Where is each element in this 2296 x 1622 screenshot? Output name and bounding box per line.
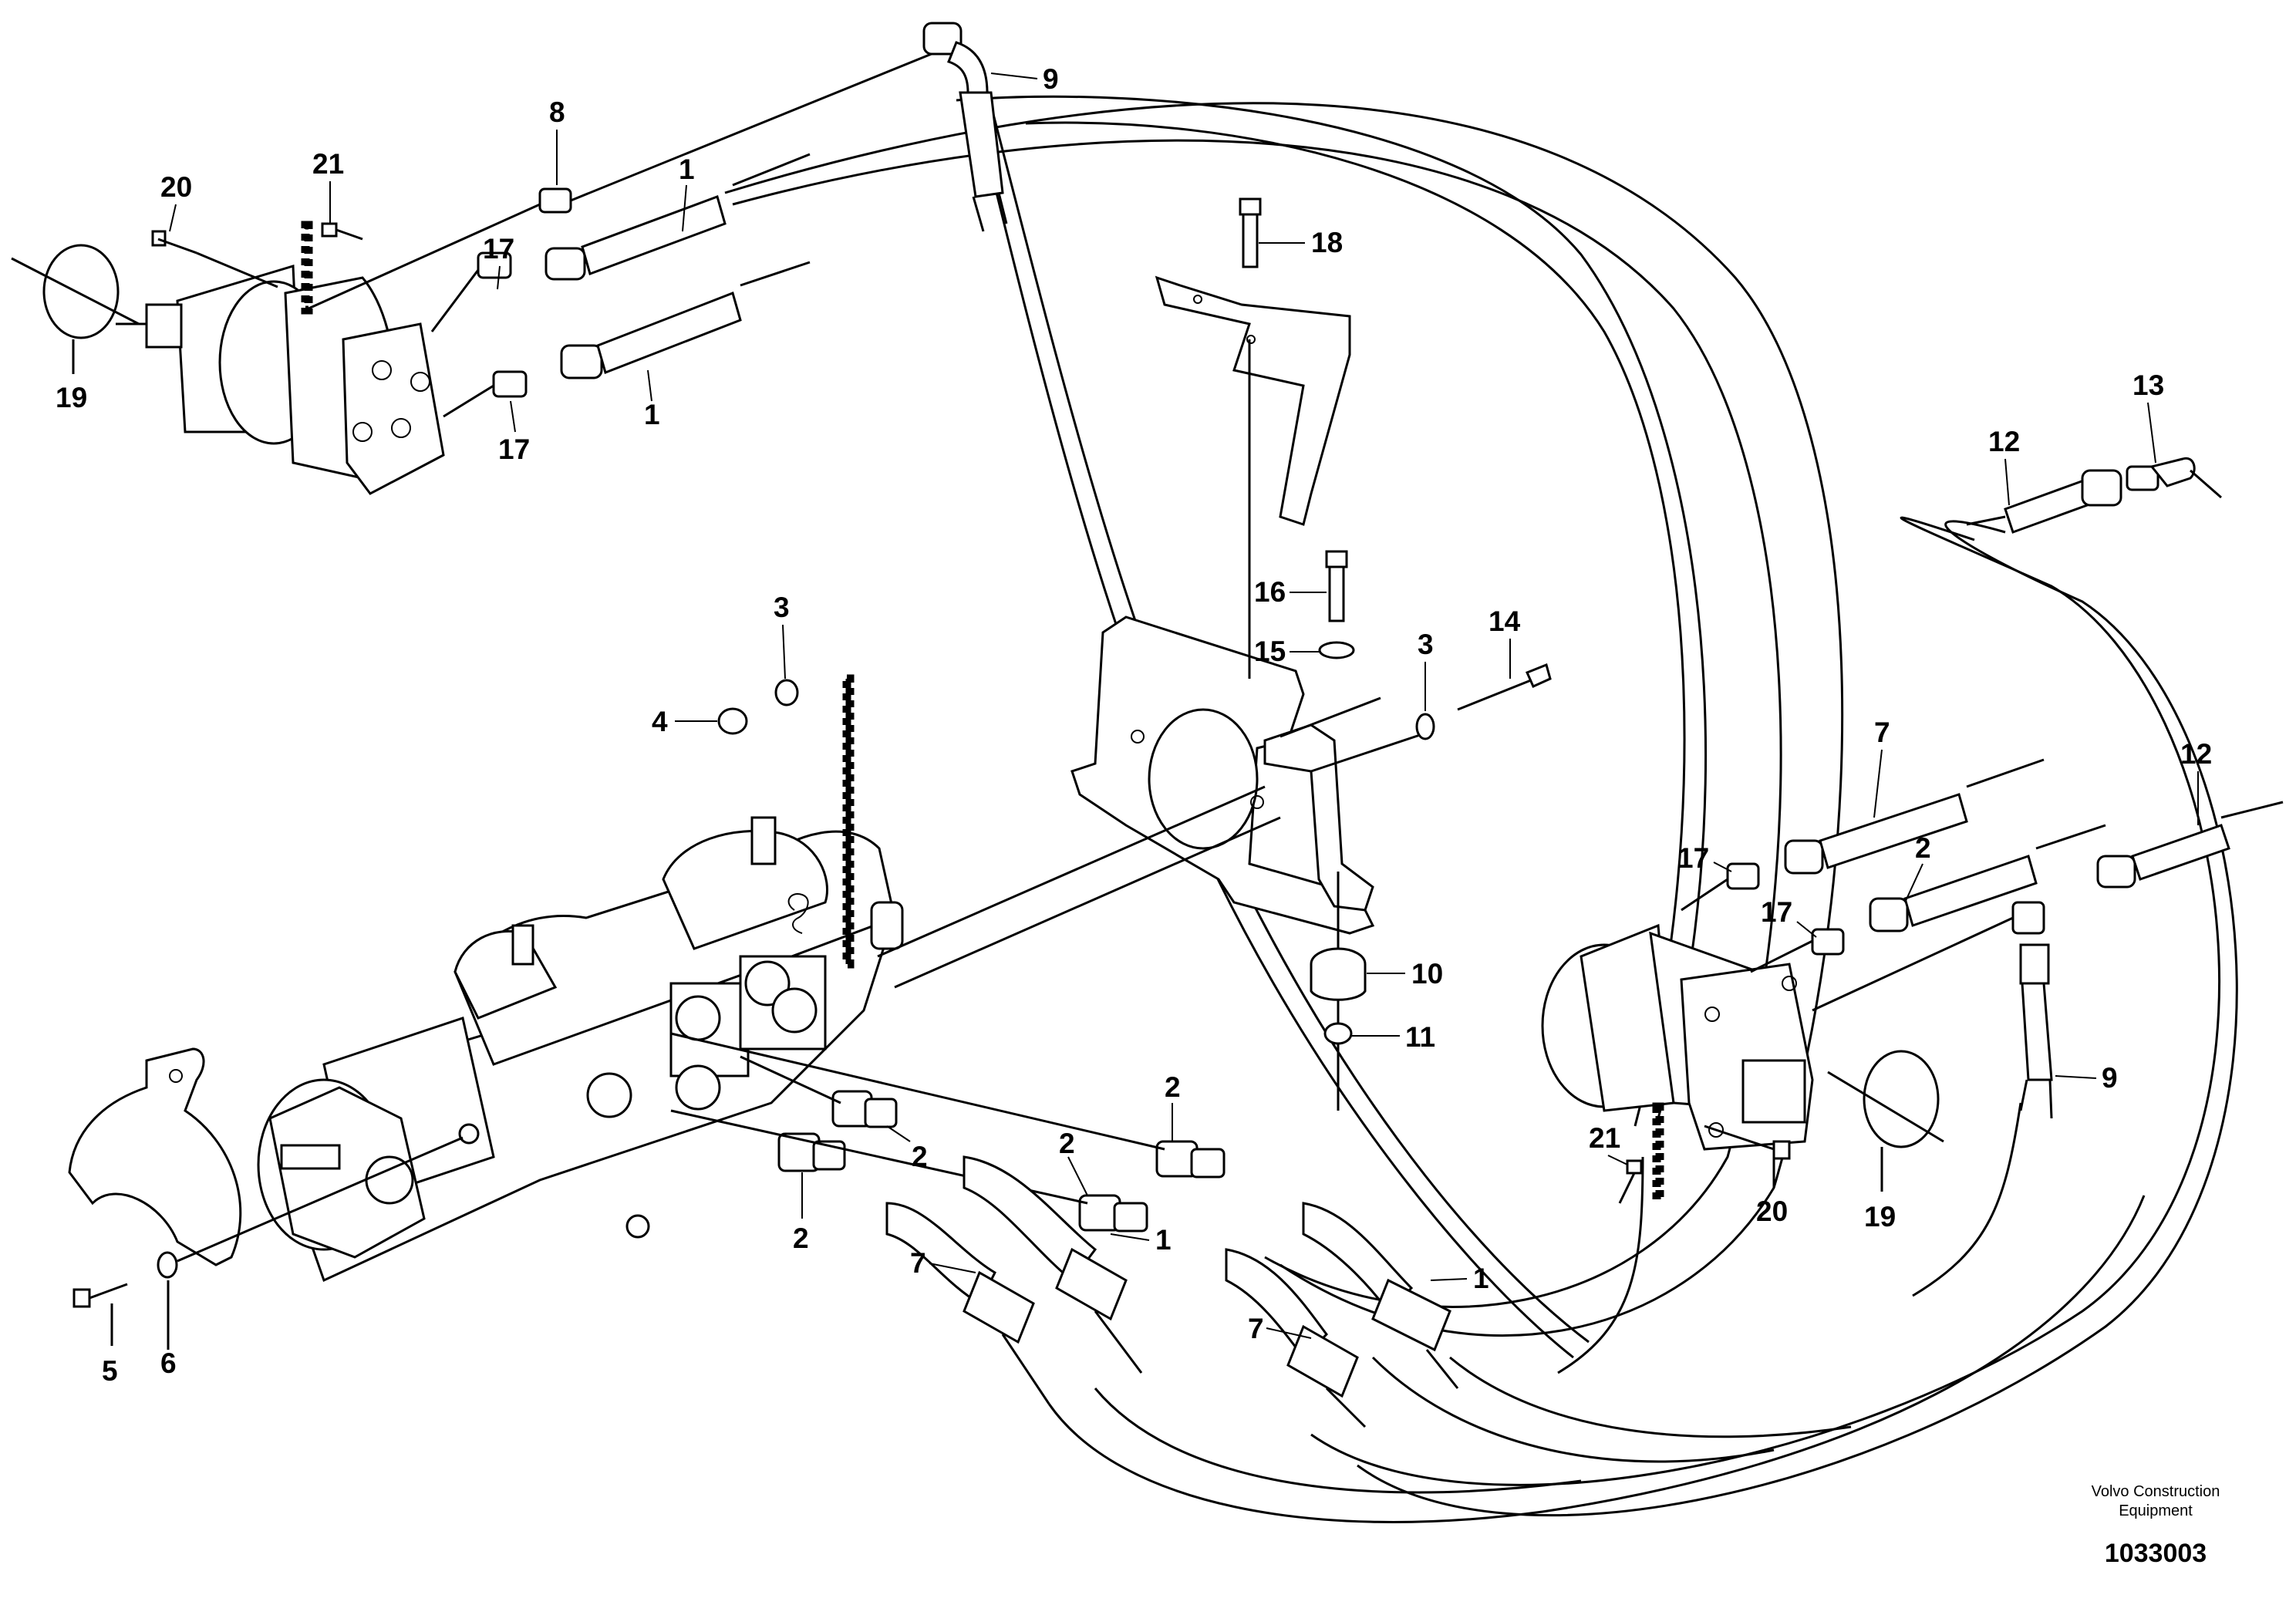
callout-7: 7 xyxy=(1874,717,1890,748)
callout-4: 4 xyxy=(652,706,668,737)
illustration-number: 1033003 xyxy=(2105,1539,2207,1568)
leader-21-right xyxy=(1618,1172,1636,1204)
pump-fittings xyxy=(670,1032,1226,1233)
callout-11: 11 xyxy=(1405,1021,1435,1053)
hose-9-top xyxy=(922,22,1008,232)
callout-9: 9 xyxy=(1043,63,1059,95)
bracket-upper xyxy=(1155,275,1351,526)
mount-plate-left xyxy=(68,1047,242,1266)
callout-1: 1 xyxy=(679,153,695,185)
callout-17: 17 xyxy=(483,233,514,265)
bolt-20-left xyxy=(151,230,278,288)
callout-6: 6 xyxy=(160,1347,177,1379)
callout-8: 8 xyxy=(549,96,565,128)
axis-line-15 xyxy=(1279,696,1381,738)
hose-12-top-right xyxy=(1966,457,2222,534)
callout-2: 2 xyxy=(912,1141,928,1172)
fittings-top-left xyxy=(308,49,942,418)
publisher-line-1: Volvo Construction xyxy=(2092,1483,2220,1500)
mount-10-nut-11 xyxy=(1310,947,1367,1045)
callout-1: 1 xyxy=(644,399,660,430)
dash-marker-left xyxy=(301,221,313,315)
callout-17: 17 xyxy=(1761,896,1792,928)
callout-17: 17 xyxy=(1677,842,1709,874)
publisher-block: Volvo Construction Equipment 1033003 xyxy=(2092,1483,2220,1568)
axis-line-14 xyxy=(1310,731,1428,773)
hoses-7-1-pump xyxy=(885,1155,1459,1428)
hose-loops xyxy=(724,61,2238,1523)
nut-21-left xyxy=(321,222,363,241)
dash-marker-center xyxy=(842,674,855,969)
callout-21: 21 xyxy=(1589,1122,1620,1154)
callout-14: 14 xyxy=(1489,605,1521,637)
callout-2: 2 xyxy=(1915,832,1931,864)
callout-13: 13 xyxy=(2132,369,2164,401)
callout-9: 9 xyxy=(2102,1062,2118,1094)
bolt-14-washer-3 xyxy=(1415,663,1552,740)
callout-20: 20 xyxy=(1756,1195,1788,1227)
bolt-20-right xyxy=(1704,1125,1791,1188)
callout-10: 10 xyxy=(1411,958,1443,990)
hydraulic-motor-right xyxy=(1541,923,1814,1151)
callout-15: 15 xyxy=(1254,636,1286,667)
bolt-5-washer-6 xyxy=(72,1136,464,1308)
o-ring-left xyxy=(11,244,140,339)
callout-1: 1 xyxy=(1473,1263,1489,1294)
callout-2: 2 xyxy=(793,1222,809,1254)
callout-12: 12 xyxy=(1988,426,2020,457)
callout-3: 3 xyxy=(1418,629,1434,660)
callout-2: 2 xyxy=(1165,1071,1181,1103)
callouts: 1 1 1 1 2 2 2 2 2 3 3 4 5 6 7 7 7 8 9 xyxy=(56,63,2212,1387)
callout-1: 1 xyxy=(1155,1224,1172,1256)
bracket-strap xyxy=(1263,723,1374,912)
callout-20: 20 xyxy=(160,171,192,203)
bolt-16-washer-15 xyxy=(1318,550,1355,659)
callout-21: 21 xyxy=(312,148,344,180)
bolt-18 xyxy=(1239,197,1262,268)
o-ring-right xyxy=(1827,1050,1944,1148)
publisher-line-2: Equipment xyxy=(2119,1502,2193,1519)
callout-17: 17 xyxy=(498,433,530,465)
bracket-main xyxy=(1070,615,1375,935)
callout-3: 3 xyxy=(774,592,790,623)
callout-18: 18 xyxy=(1311,227,1343,258)
nut-4-washer-3 xyxy=(717,679,799,735)
nut-21-right xyxy=(1626,1159,1643,1175)
callout-12: 12 xyxy=(2180,738,2212,770)
hydraulic-motor-left xyxy=(116,265,445,495)
callout-5: 5 xyxy=(102,1355,118,1387)
fittings-right xyxy=(1681,758,2284,1119)
axis-line-2 xyxy=(894,816,1281,989)
axis-line-1 xyxy=(877,785,1266,958)
main-pump xyxy=(257,816,904,1283)
callout-7: 7 xyxy=(1248,1313,1264,1344)
callout-2: 2 xyxy=(1059,1128,1075,1159)
callout-19: 19 xyxy=(56,382,87,413)
callout-16: 16 xyxy=(1254,576,1286,608)
callout-7: 7 xyxy=(910,1247,926,1279)
dash-marker-right xyxy=(1652,1102,1664,1204)
callout-19: 19 xyxy=(1864,1201,1896,1233)
